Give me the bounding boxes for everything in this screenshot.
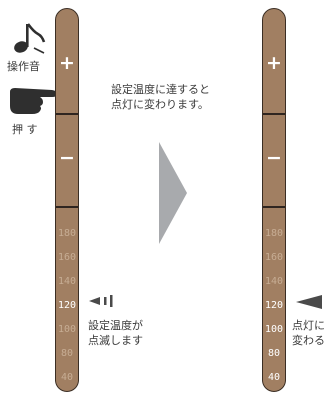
arrow-caption-line-2: 点灯に変わります。	[111, 98, 209, 111]
transition-arrow	[159, 142, 187, 244]
pointing-hand-icon	[10, 88, 57, 114]
arrow-caption-line-1: 設定温度に達すると	[111, 83, 210, 96]
bar-divider-bottom	[56, 206, 78, 208]
lit-indicator-icon	[296, 295, 322, 309]
temp-180: 180	[57, 228, 77, 239]
temp-160-right: 160	[264, 252, 284, 263]
plus-button[interactable]: +	[59, 52, 75, 74]
blink-text-line-2: 点滅します	[88, 334, 143, 347]
bar-divider-bottom-right	[263, 206, 285, 208]
temp-80: 80	[60, 348, 74, 359]
press-label: 押 す	[12, 123, 38, 136]
bar-divider-top	[56, 113, 78, 115]
sound-label: 操作音	[7, 60, 40, 73]
temp-180-right: 180	[264, 228, 284, 239]
blink-text-line-1: 設定温度が	[88, 319, 143, 332]
minus-button-right[interactable]: −	[266, 147, 282, 169]
blinking-indicator-icon	[89, 295, 113, 307]
lit-text-line-1: 点灯に	[292, 319, 325, 332]
lit-text-line-2: 変わる	[292, 334, 325, 347]
temp-80-right: 80	[267, 348, 281, 359]
music-note-icon	[14, 23, 46, 54]
minus-button[interactable]: −	[59, 147, 75, 169]
temp-140-right: 140	[264, 276, 284, 287]
temp-140: 140	[57, 276, 77, 287]
bar-divider-top-right	[263, 113, 285, 115]
temp-40: 40	[60, 372, 74, 383]
blink-text: 設定温度が 点滅します	[88, 318, 143, 348]
left-control-bar: + − 180 160 140 120 100 80 40	[55, 8, 79, 392]
plus-button-right[interactable]: +	[266, 52, 282, 74]
temp-120-right: 120	[264, 300, 284, 311]
temp-100-right: 100	[264, 324, 284, 335]
temp-40-right: 40	[267, 372, 281, 383]
right-control-bar: + − 180 160 140 120 100 80 40	[262, 8, 286, 392]
temp-160: 160	[57, 252, 77, 263]
temp-120-blinking: 120	[57, 300, 77, 311]
lit-text: 点灯に 変わる	[292, 318, 325, 348]
temp-100: 100	[57, 324, 77, 335]
arrow-caption: 設定温度に達すると 点灯に変わります。	[111, 82, 210, 112]
